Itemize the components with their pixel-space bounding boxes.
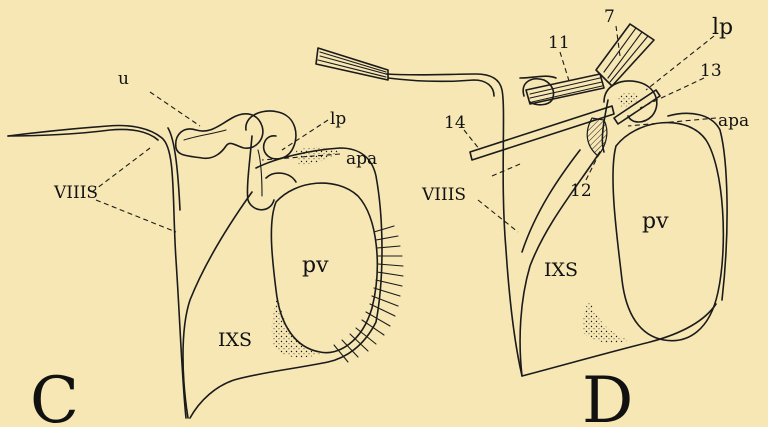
stipple-c <box>272 296 322 357</box>
panel-c: u lp apa VIIIS pv IXS C <box>8 69 403 427</box>
label-ixs-c: IXS <box>218 329 252 351</box>
label-13-d: 13 <box>700 61 722 81</box>
lp-loop-c <box>246 111 296 159</box>
label-14-d: 14 <box>444 113 466 133</box>
label-pv-c: pv <box>302 253 329 278</box>
leader-viiis-d-2 <box>478 200 518 232</box>
leader-viiis-c-2 <box>96 200 176 232</box>
label-u-c: u <box>118 69 129 89</box>
label-apa-c: apa <box>346 149 377 169</box>
leader-13-d <box>640 78 704 108</box>
leader-12-d <box>586 156 598 180</box>
setae-fringe-c <box>334 226 403 362</box>
label-apa-d: apa <box>718 111 749 131</box>
leader-u-c <box>150 92 200 126</box>
label-pv-d: pv <box>642 209 669 234</box>
label-ixs-d: IXS <box>544 259 578 281</box>
leader-14-d <box>464 130 480 150</box>
label-viiis-d: VIIIS <box>421 185 466 205</box>
label-12-d: 12 <box>570 181 592 201</box>
label-lp-d: lp <box>712 15 733 40</box>
panel-letter-c: C <box>30 364 79 427</box>
label-viiis-c: VIIIS <box>53 183 98 203</box>
panel-letter-d: D <box>582 364 633 427</box>
leader-viiis-c-1 <box>92 148 150 192</box>
leader-lp-c <box>282 120 328 150</box>
stipple-d <box>583 300 630 343</box>
label-lp-c: lp <box>330 109 346 129</box>
leader-viiis-d-1 <box>492 164 520 176</box>
label-11-d: 11 <box>548 33 570 53</box>
ix-sternite-c <box>183 192 252 418</box>
leader-11-d <box>560 52 570 84</box>
label-7-d: 7 <box>604 7 615 27</box>
